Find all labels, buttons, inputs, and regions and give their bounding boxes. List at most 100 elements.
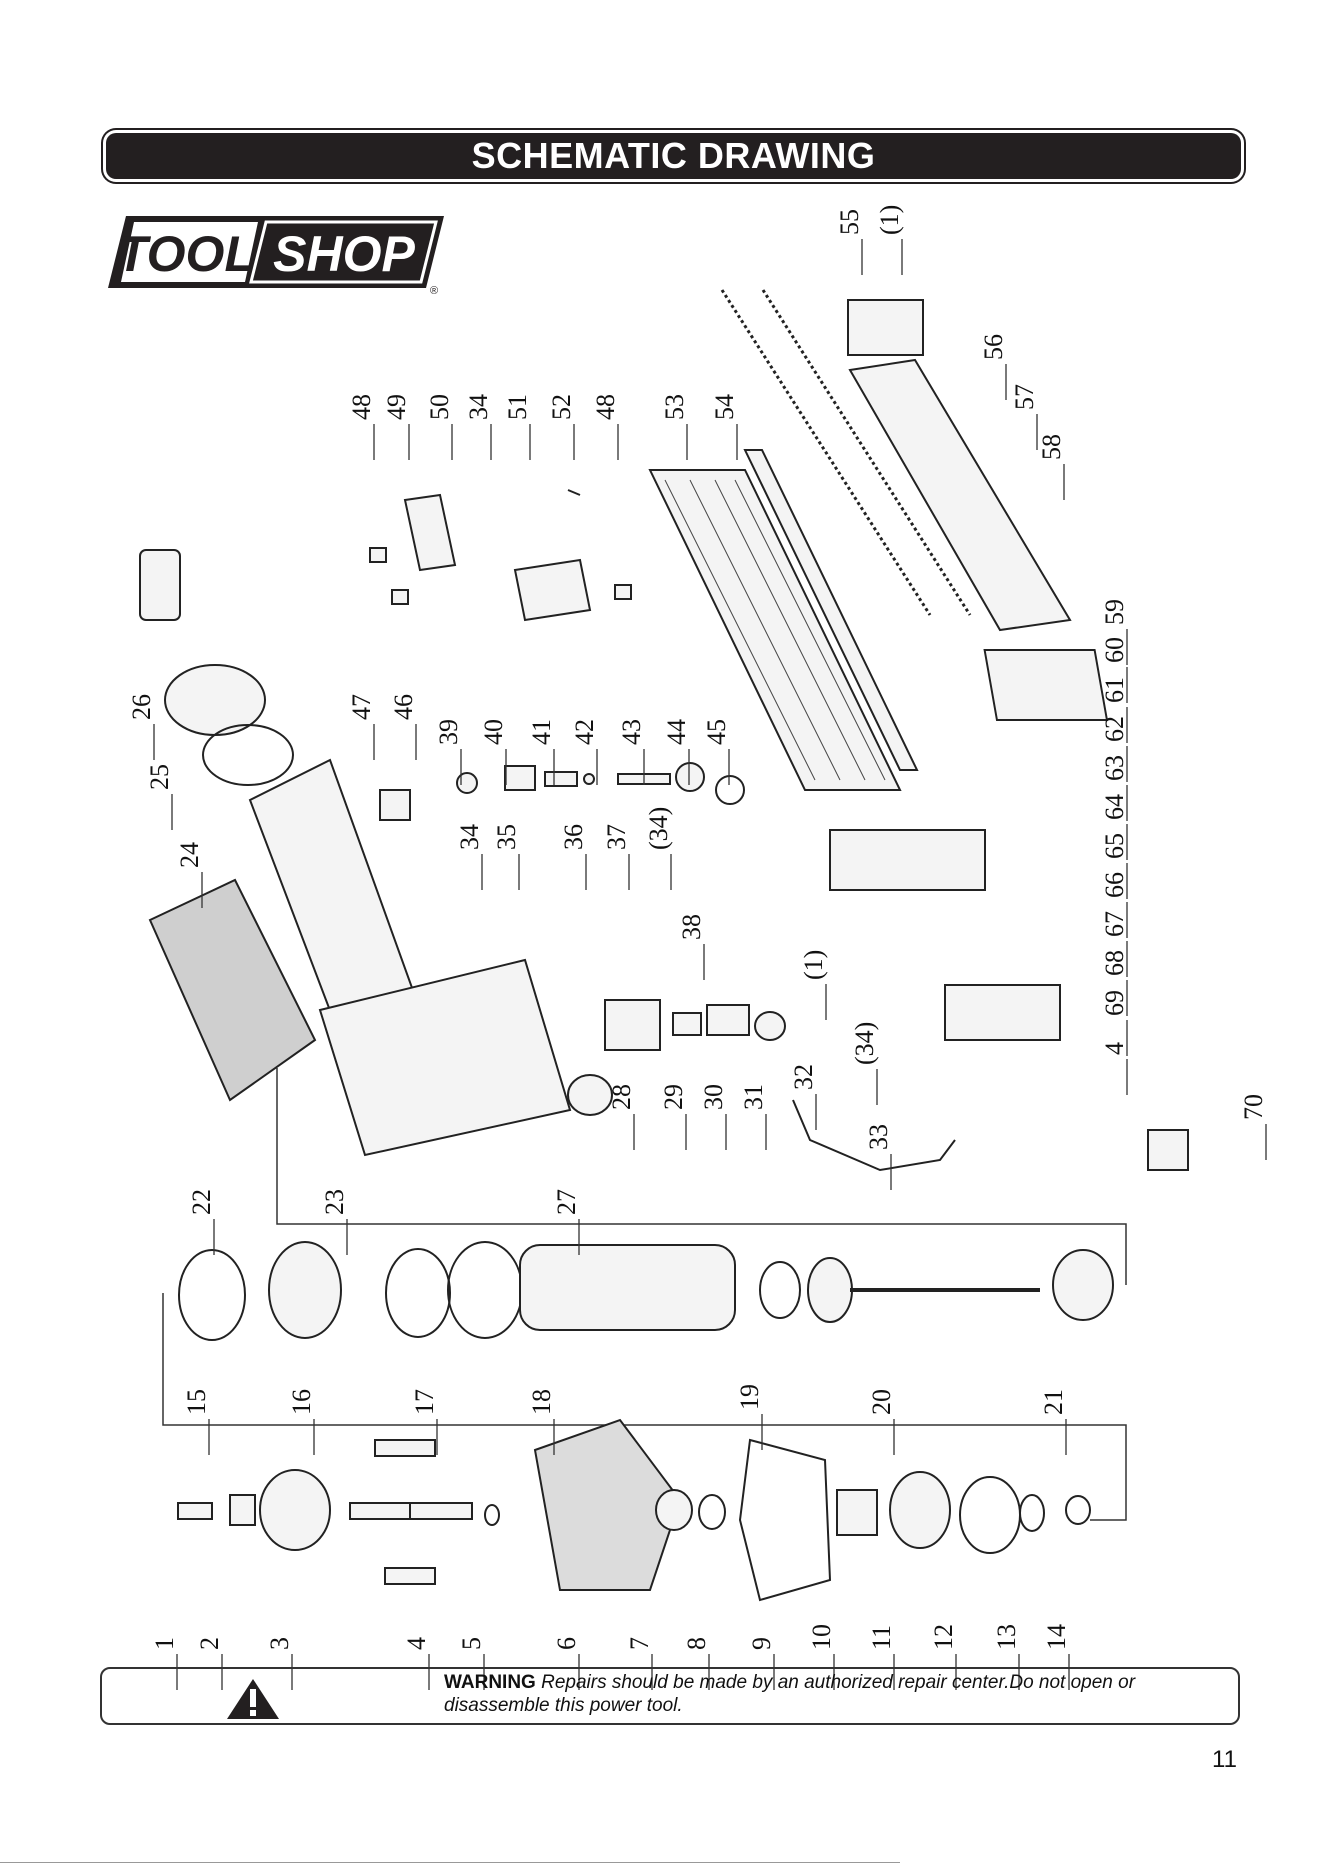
part-number-label: 70 bbox=[1239, 1094, 1268, 1120]
part-number-label: 1 bbox=[150, 1637, 179, 1650]
part-number-label: 69 bbox=[1100, 990, 1129, 1016]
part-number-label: (1) bbox=[799, 950, 828, 980]
part-number-label: 40 bbox=[479, 719, 508, 745]
part-number-label: 3 bbox=[265, 1637, 294, 1650]
part-number-label: 2 bbox=[195, 1637, 224, 1650]
part-number-label: (34) bbox=[644, 807, 673, 850]
part-number-label: 28 bbox=[607, 1084, 636, 1110]
pusher-rail bbox=[848, 358, 1072, 632]
warning-message: Repairs should be made by an authorized … bbox=[444, 1672, 1136, 1716]
part-number-label: 34 bbox=[464, 394, 493, 420]
part-number-label: 47 bbox=[347, 694, 376, 720]
part-number-label: 29 bbox=[659, 1084, 688, 1110]
assembly-leader-frame bbox=[162, 1068, 1127, 1521]
part-number-label: 44 bbox=[662, 719, 691, 745]
part-number-label: 27 bbox=[552, 1189, 581, 1215]
part-number-label: 21 bbox=[1039, 1389, 1068, 1415]
part-number-label: 5 bbox=[457, 1637, 486, 1650]
page-number: 11 bbox=[1212, 1746, 1237, 1773]
page-title: SCHEMATIC DRAWING bbox=[471, 135, 876, 176]
part-number-label: 41 bbox=[527, 719, 556, 745]
logo-registered-mark: ® bbox=[430, 285, 438, 297]
part-number-label: 13 bbox=[992, 1624, 1021, 1650]
magazine-spring-2 bbox=[761, 289, 972, 616]
part-number-label: 57 bbox=[1010, 384, 1039, 410]
part-number-label: 30 bbox=[699, 1084, 728, 1110]
pusher-59 bbox=[983, 649, 1109, 721]
part-number-label: 43 bbox=[617, 719, 646, 745]
magazine-rail-grooves bbox=[664, 479, 886, 781]
part-number-label: 33 bbox=[864, 1124, 893, 1150]
part-number-label: 26 bbox=[127, 694, 156, 720]
part-number-label: 64 bbox=[1100, 794, 1129, 820]
part-number-label: 51 bbox=[503, 394, 532, 420]
part-number-label: 67 bbox=[1100, 911, 1129, 937]
part-number-label: 56 bbox=[979, 334, 1008, 360]
hook-70 bbox=[1147, 1129, 1189, 1171]
part-number-label: 65 bbox=[1100, 833, 1129, 859]
part-number-label: 48 bbox=[347, 394, 376, 420]
part-number-label: 31 bbox=[739, 1084, 768, 1110]
part-number-label: 35 bbox=[492, 824, 521, 850]
part-number-label: 17 bbox=[410, 1389, 439, 1415]
part-number-label: 59 bbox=[1100, 599, 1129, 625]
part-number-label: 34 bbox=[455, 824, 484, 850]
tool-body bbox=[139, 549, 613, 1157]
valve-parts-group bbox=[369, 489, 632, 622]
part-number-label: 36 bbox=[559, 824, 588, 850]
bracket-55 bbox=[847, 299, 924, 356]
part-number-label: 7 bbox=[625, 1637, 654, 1650]
brand-logo: TOOL SHOP ® bbox=[108, 214, 448, 297]
part-number-label: (1) bbox=[875, 205, 904, 235]
part-number-label: 10 bbox=[807, 1624, 836, 1650]
part-number-label: 20 bbox=[867, 1389, 896, 1415]
part-number-label: 14 bbox=[1042, 1624, 1071, 1650]
part-number-label: 18 bbox=[527, 1389, 556, 1415]
part-number-label: 32 bbox=[789, 1064, 818, 1090]
warning-triangle-icon bbox=[227, 1679, 279, 1719]
valve-stack bbox=[456, 762, 745, 805]
part-number-label: 37 bbox=[602, 824, 631, 850]
bottom-rule bbox=[0, 1862, 900, 1863]
part-number-label: 45 bbox=[702, 719, 731, 745]
part-number-label: 9 bbox=[747, 1637, 776, 1650]
part-number-label: 46 bbox=[389, 694, 418, 720]
part-number-label: 52 bbox=[547, 394, 576, 420]
part-number-label: 39 bbox=[434, 719, 463, 745]
nose-assembly-62 bbox=[829, 829, 986, 891]
trigger-parts bbox=[604, 999, 956, 1172]
part-number-label: 24 bbox=[175, 842, 204, 868]
part-number-label: 58 bbox=[1037, 434, 1066, 460]
bottom-row-parts bbox=[177, 1418, 1091, 1602]
part-number-label: 23 bbox=[320, 1189, 349, 1215]
part-number-label: 42 bbox=[570, 719, 599, 745]
part-number-label: 15 bbox=[182, 1389, 211, 1415]
part-number-label: 68 bbox=[1100, 950, 1129, 976]
cylinder-row bbox=[178, 1241, 1114, 1341]
brand-logo-graphic: TOOL SHOP ® bbox=[108, 216, 444, 297]
title-bar: SCHEMATIC DRAWING bbox=[106, 133, 1241, 179]
warning-text: WARNING Repairs should be made by an aut… bbox=[444, 1671, 1224, 1717]
logo-text-right: SHOP bbox=[273, 226, 415, 282]
warning-box: WARNING Repairs should be made by an aut… bbox=[100, 1667, 1240, 1725]
part-number-label: 61 bbox=[1100, 677, 1129, 703]
part-number-label: 49 bbox=[382, 394, 411, 420]
part-number-label: 8 bbox=[682, 1637, 711, 1650]
part-number-label: 60 bbox=[1100, 637, 1129, 663]
part-number-label: 66 bbox=[1100, 872, 1129, 898]
magazine-spring-1 bbox=[720, 289, 932, 616]
part-number-label: 19 bbox=[735, 1384, 764, 1410]
part-number-label: 11 bbox=[867, 1625, 896, 1650]
part-number-label: 4 bbox=[402, 1637, 431, 1650]
warning-label: WARNING bbox=[444, 1672, 536, 1693]
part-number-label: 53 bbox=[660, 394, 689, 420]
part-number-label: 4 bbox=[1100, 1042, 1129, 1055]
part-number-label: 63 bbox=[1100, 755, 1129, 781]
part-number-label: 12 bbox=[929, 1624, 958, 1650]
part-number-label: 38 bbox=[677, 914, 706, 940]
part-number-label: 54 bbox=[710, 394, 739, 420]
latch-66 bbox=[944, 984, 1061, 1041]
part-number-label: 55 bbox=[835, 209, 864, 235]
